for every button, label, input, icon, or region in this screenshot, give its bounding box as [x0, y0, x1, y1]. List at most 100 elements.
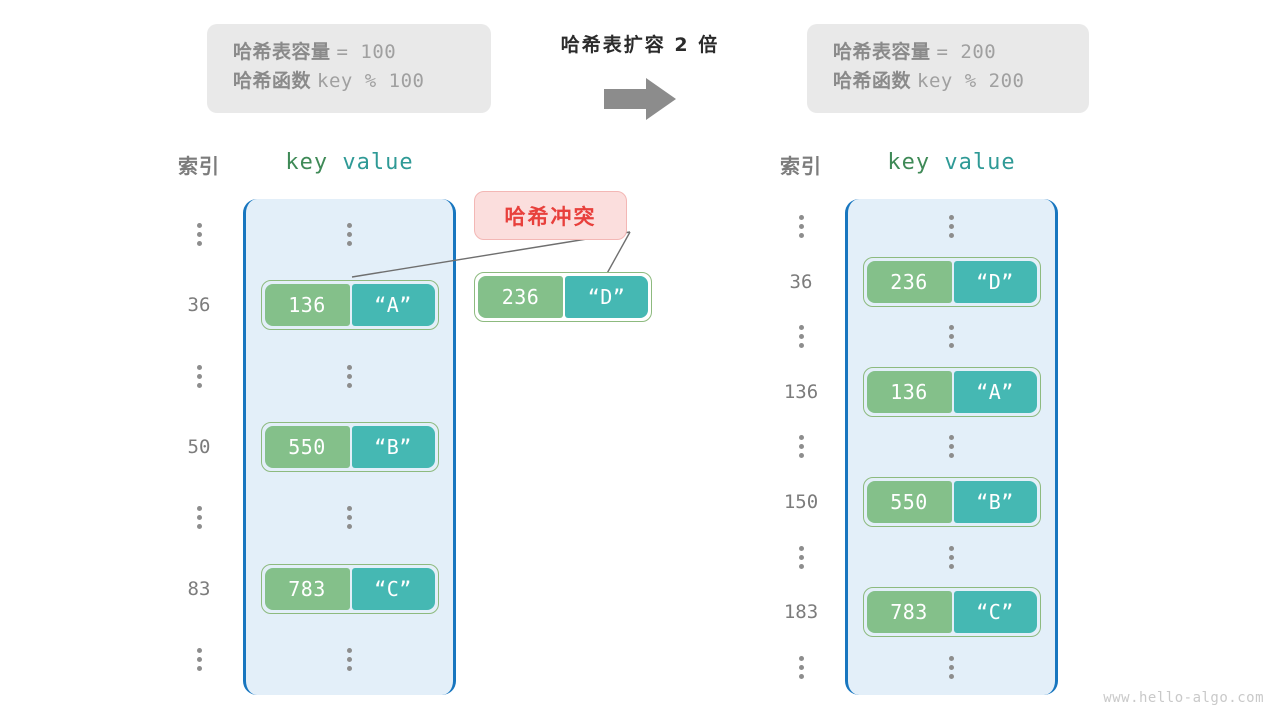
entry-pair: 550“B” — [260, 421, 439, 472]
entry-pair: 136“A” — [862, 366, 1041, 417]
arrow-right-icon — [604, 78, 676, 124]
bucket-ellipsis — [848, 419, 1055, 474]
entry-key: 136 — [866, 370, 952, 413]
vertical-ellipsis-icon — [196, 364, 202, 388]
entry-value: “D” — [953, 260, 1037, 303]
hash-table-before: 136“A” 550“B” 783“C” — [243, 199, 456, 695]
vertical-ellipsis-icon — [798, 215, 804, 239]
vertical-ellipsis-icon — [196, 506, 202, 530]
floating-entry-value: “D” — [565, 276, 648, 318]
vertical-ellipsis-icon — [347, 506, 352, 530]
capacity-label-after: 哈希表容量 — [833, 41, 931, 63]
entry-key: 783 — [866, 591, 952, 634]
entry-value: “B” — [351, 425, 435, 468]
vertical-ellipsis-icon — [949, 325, 954, 349]
kv-column-title-right: key value — [845, 150, 1058, 175]
floating-entry-pair: 236 “D” — [474, 272, 652, 322]
key-title-right: key — [887, 150, 931, 175]
value-title-left: value — [342, 150, 414, 175]
entry-key: 136 — [264, 284, 350, 327]
vertical-ellipsis-icon — [798, 325, 804, 349]
table-row: 136“A” — [246, 270, 453, 341]
capacity-label-before: 哈希表容量 — [233, 41, 331, 63]
index-ellipsis — [164, 341, 234, 412]
vertical-ellipsis-icon — [798, 655, 804, 679]
index-label: 36 — [187, 294, 211, 317]
index-label: 136 — [783, 380, 819, 403]
entry-key: 550 — [866, 481, 952, 524]
index-ellipsis — [164, 624, 234, 695]
hash-table-info-before: 哈希表容量 = 100 哈希函数 key % 100 — [207, 24, 491, 113]
entry-pair: 550“B” — [862, 477, 1041, 528]
entry-pair: 236“D” — [862, 256, 1041, 307]
index-ellipsis — [766, 199, 836, 254]
bucket-ellipsis — [246, 624, 453, 695]
index-label: 50 — [187, 435, 211, 458]
vertical-ellipsis-icon — [347, 364, 352, 388]
table-row: 550“B” — [848, 475, 1055, 530]
table-row: 550“B” — [246, 412, 453, 483]
index-label: 183 — [783, 601, 819, 624]
bucket-ellipsis — [246, 199, 453, 270]
watermark: www.hello-algo.com — [1103, 690, 1264, 706]
entry-value: “A” — [351, 284, 435, 327]
function-label-after: 哈希函数 — [833, 70, 912, 93]
bucket-ellipsis — [246, 482, 453, 553]
vertical-ellipsis-icon — [949, 215, 954, 239]
key-title-left: key — [285, 150, 329, 175]
entry-value: “C” — [351, 567, 435, 610]
bucket-ellipsis — [848, 309, 1055, 364]
capacity-value-before: = 100 — [336, 41, 397, 63]
entry-key: 783 — [264, 567, 350, 610]
vertical-ellipsis-icon — [347, 648, 352, 672]
index-ellipsis — [766, 309, 836, 364]
entry-key: 236 — [866, 260, 952, 303]
function-line-after: 哈希函数 key % 200 — [833, 67, 1063, 96]
expansion-caption: 哈希表扩容 2 倍 — [560, 34, 720, 56]
table-row: 236“D” — [848, 254, 1055, 309]
index-label: 83 — [187, 577, 211, 600]
index-ellipsis — [766, 640, 836, 695]
hash-table-after: 236“D” 136“A” 550“B” 783“C” — [845, 199, 1058, 695]
function-value-after: key % 200 — [917, 70, 1025, 93]
collision-badge: 哈希冲突 — [474, 191, 627, 240]
entry-value: “B” — [953, 481, 1037, 524]
index-ellipsis — [164, 482, 234, 553]
kv-column-title-left: key value — [243, 150, 456, 175]
hash-table-info-after: 哈希表容量 = 200 哈希函数 key % 200 — [807, 24, 1089, 113]
capacity-value-after: = 200 — [936, 41, 997, 63]
table-row: 783“C” — [848, 585, 1055, 640]
vertical-ellipsis-icon — [347, 222, 352, 246]
vertical-ellipsis-icon — [949, 655, 954, 679]
bucket-ellipsis — [848, 530, 1055, 585]
index-label: 150 — [783, 491, 819, 514]
bucket-ellipsis — [848, 640, 1055, 695]
function-line-before: 哈希函数 key % 100 — [233, 67, 465, 96]
index-ellipsis — [766, 530, 836, 585]
floating-entry-key: 236 — [478, 276, 563, 318]
entry-key: 550 — [264, 425, 350, 468]
value-title-right: value — [944, 150, 1016, 175]
vertical-ellipsis-icon — [949, 435, 954, 459]
vertical-ellipsis-icon — [196, 648, 202, 672]
entry-value: “A” — [953, 370, 1037, 413]
index-column-title-right: 索引 — [780, 154, 822, 178]
function-label-before: 哈希函数 — [233, 70, 312, 93]
entry-pair: 783“C” — [260, 563, 439, 614]
table-row: 783“C” — [246, 553, 453, 624]
table-row: 136“A” — [848, 364, 1055, 419]
index-ellipsis — [164, 199, 234, 270]
index-label: 36 — [789, 270, 813, 293]
index-ellipsis — [766, 419, 836, 474]
entry-value: “C” — [953, 591, 1037, 634]
vertical-ellipsis-icon — [196, 222, 202, 246]
capacity-line-before: 哈希表容量 = 100 — [233, 38, 465, 67]
bucket-ellipsis — [246, 341, 453, 412]
capacity-line-after: 哈希表容量 = 200 — [833, 38, 1063, 67]
vertical-ellipsis-icon — [949, 545, 954, 569]
vertical-ellipsis-icon — [798, 545, 804, 569]
entry-pair: 783“C” — [862, 587, 1041, 638]
function-value-before: key % 100 — [317, 70, 425, 93]
entry-pair: 136“A” — [260, 280, 439, 331]
